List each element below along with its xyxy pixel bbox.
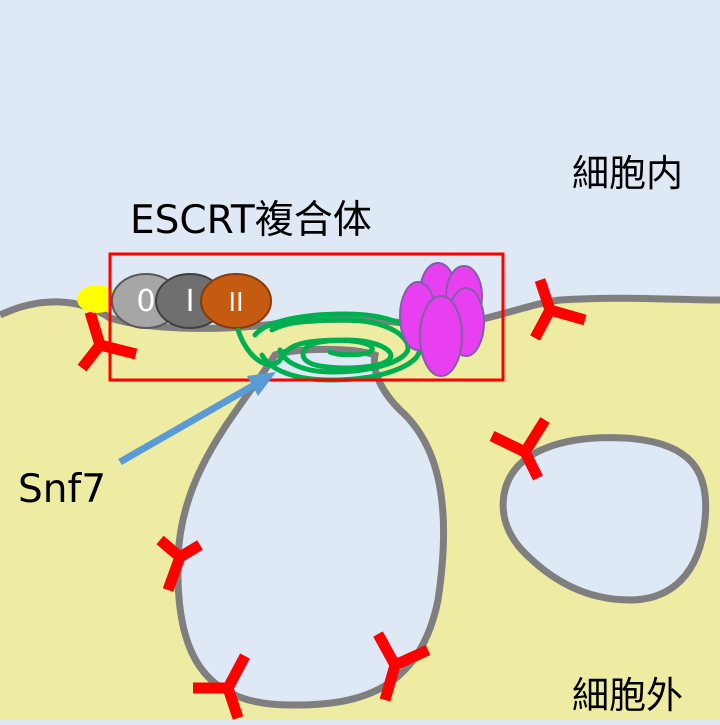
snf7-label: Snf7 xyxy=(18,467,106,512)
escrt-0-label: 0 xyxy=(136,284,155,319)
escrt-2-subunit xyxy=(200,273,272,329)
intracellular-label: 細胞内 xyxy=(572,152,683,195)
receptor-icon xyxy=(530,278,587,341)
receptor-icon xyxy=(156,535,203,592)
receptor-icon xyxy=(193,653,250,720)
escrt-complex-title: ESCRT複合体 xyxy=(130,198,372,243)
escrt-subunits: 0 I II xyxy=(111,273,272,329)
vps4-hexamer-icon xyxy=(399,262,485,377)
receptor-icon xyxy=(489,417,550,481)
small-vesicle xyxy=(499,434,710,604)
receptor-icon xyxy=(373,631,431,702)
snf7-pointer-arrow xyxy=(118,372,276,466)
escrt-2-label: II xyxy=(228,288,243,318)
receptor-icon xyxy=(77,310,138,372)
escrt-1-label: I xyxy=(186,284,195,319)
yellow-ubiquitin-cap xyxy=(77,285,117,313)
escrt-highlight-box xyxy=(108,252,505,382)
extracellular-label: 細胞外 xyxy=(572,674,683,717)
